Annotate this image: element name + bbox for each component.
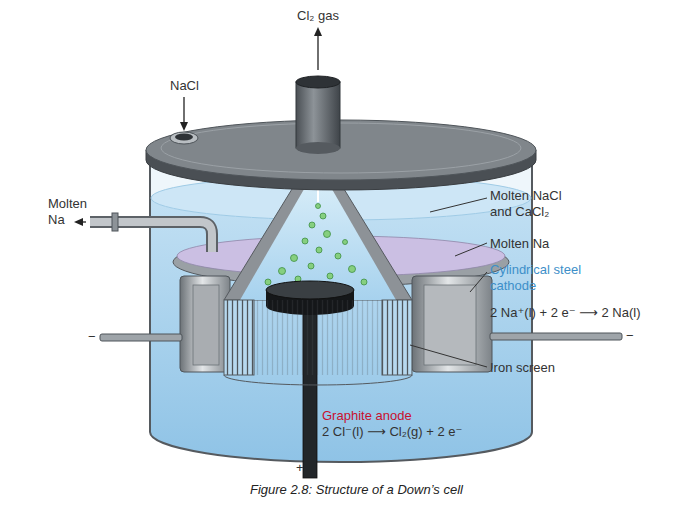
na-arrowhead — [74, 218, 83, 226]
electrode-label: Graphite anode — [322, 408, 412, 424]
iron-screen-left — [224, 300, 254, 375]
leader-line — [430, 198, 487, 212]
cl2-outlet-top — [296, 76, 340, 88]
bubble — [308, 263, 314, 269]
bubble — [335, 253, 341, 259]
hood-interior — [240, 184, 396, 300]
electrode-label: Cylindrical steel cathode — [490, 262, 602, 294]
cl2-outlet-base — [296, 142, 340, 154]
hood-cone — [224, 176, 412, 300]
chlorine-bubbles — [265, 204, 367, 286]
part-label: Molten NaCl and CaCl₂ — [490, 188, 578, 220]
reaction-equation: 2 Na⁺(l) + 2 e⁻ ⟶ 2 Na(l) — [490, 305, 640, 321]
bubble — [302, 238, 308, 244]
nacl-arrowhead — [180, 122, 188, 131]
cathode-rod-left — [100, 334, 182, 341]
polarity-sign: − — [88, 329, 96, 345]
bubble — [265, 279, 271, 285]
bubble — [361, 279, 367, 285]
polarity-sign: + — [296, 460, 304, 476]
leader-line — [455, 243, 487, 256]
nacl-arrow — [183, 97, 184, 124]
cl2-outlet — [296, 82, 340, 148]
bubble — [327, 273, 333, 279]
bubble — [349, 266, 356, 273]
lid-top — [146, 120, 536, 180]
figure-caption: Figure 2.8: Structure of a Down’s cell — [250, 482, 463, 498]
bubble — [320, 213, 326, 219]
polarity-sign: − — [626, 328, 634, 344]
leader-line — [410, 345, 487, 367]
bubble — [343, 240, 348, 245]
cl2-arrowhead — [314, 27, 322, 36]
iron-screen-right-bg — [382, 300, 412, 375]
gas-label: Cl₂ gas — [288, 8, 348, 24]
bubble — [291, 255, 298, 262]
reaction-equation: 2 Cl⁻(l) ⟶ Cl₂(g) + 2 e⁻ — [322, 424, 462, 440]
container-body — [150, 160, 532, 462]
pipe-flange — [112, 213, 118, 231]
cathode-right — [412, 276, 492, 372]
na-outlet-pipe — [90, 222, 212, 252]
bubble — [279, 268, 286, 275]
iron-screen-edge — [224, 375, 412, 385]
nacl-port-rim — [170, 132, 198, 144]
part-label: Iron screen — [490, 360, 555, 376]
na-outlet-pipe-core — [90, 222, 212, 252]
bubble — [316, 247, 322, 253]
bubble — [316, 204, 321, 209]
outlet-label: Molten Na — [48, 196, 98, 228]
lid-highlight — [161, 123, 521, 173]
cathode-rod-right — [490, 333, 622, 340]
cathode-left — [180, 276, 230, 372]
cathode-right-inner — [424, 285, 476, 365]
bubble — [324, 231, 331, 238]
cl2-arrow — [317, 34, 318, 70]
iron-screen-left-bg — [224, 300, 254, 375]
cathode-left-inner — [193, 285, 219, 365]
iron-screen-right — [382, 300, 412, 375]
anode-top — [266, 281, 354, 299]
iron-screen-front — [254, 300, 382, 375]
inlet-label: NaCl — [170, 78, 199, 94]
leader-line — [470, 272, 487, 292]
bubble — [309, 222, 315, 228]
nacl-port — [175, 134, 193, 141]
part-label: Molten Na — [490, 236, 549, 252]
